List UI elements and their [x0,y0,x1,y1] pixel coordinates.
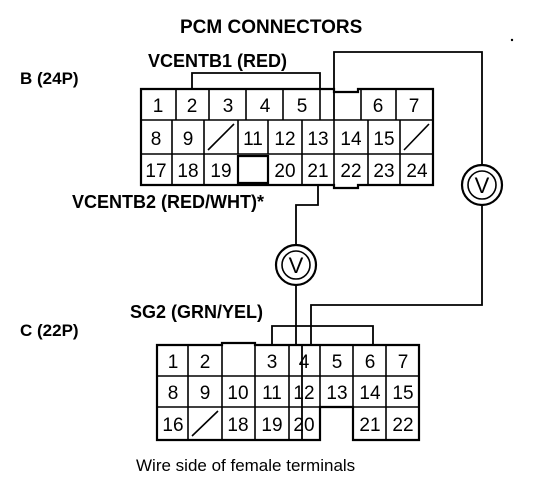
pin-b11: 11 [243,129,263,150]
caption: Wire side of female terminals [136,456,355,475]
pin-b12: 12 [274,129,295,150]
pin-b22: 22 [340,161,361,182]
pin-c14: 14 [359,383,381,404]
pin-c12: 12 [293,383,314,404]
right-voltmeter: V [460,163,504,207]
blank-pin-slash [191,410,219,437]
pin-b8: 8 [151,129,162,150]
blank-pin-slash [207,123,235,151]
vcentb1-bracket-wire [191,72,321,89]
pin-b21: 21 [307,161,328,182]
pin-b17: 17 [145,161,166,182]
vcentb2-probe-wire [295,185,319,245]
pin-b15: 15 [373,129,394,150]
pin-b3: 3 [223,96,234,117]
sg2-label: SG2 (GRN/YEL) [130,302,263,322]
pin-c4: 4 [299,352,310,373]
pin-c7: 7 [398,352,409,373]
connector-b-label: B (24P) [20,69,79,88]
pin-c10: 10 [227,383,248,404]
pin-c8: 8 [168,383,179,404]
pin-c20: 20 [293,415,314,436]
pin-c3: 3 [267,352,278,373]
pin-b19: 19 [210,161,231,182]
connector-b-outline [139,87,435,190]
pin-b4: 4 [260,96,271,117]
vcentb2-label: VCENTB2 (RED/WHT)* [72,192,264,212]
pin-b6: 6 [373,96,384,117]
pin-b20: 20 [274,161,295,182]
pin-c21: 21 [359,415,380,436]
pin-b13: 13 [307,129,328,150]
pin-c1: 1 [168,352,179,373]
blank-pin-slash [403,123,430,151]
pin-b9: 9 [183,129,194,150]
pin-b24: 24 [406,161,428,182]
pin-c16: 16 [162,415,183,436]
pin-c2: 2 [200,352,211,373]
left-meter-ground-wire [295,285,303,440]
pin-b1: 1 [153,96,164,117]
pin-c15: 15 [392,383,413,404]
pin-c6: 6 [365,352,376,373]
pin-c13: 13 [326,383,347,404]
pin-c5: 5 [332,352,343,373]
pin-b7: 7 [409,96,420,117]
pin-b2: 2 [187,96,198,117]
pin-c9: 9 [200,383,211,404]
pin-c18: 18 [227,415,248,436]
connector-c: 1 2 3 4 5 6 7 8 9 10 11 12 13 14 15 16 1… [155,341,421,442]
pin-b18: 18 [177,161,198,182]
right-meter-ground-wire [310,205,483,345]
vcentb1-probe-wire [333,51,483,165]
diagram-title: PCM CONNECTORS [180,17,362,38]
pin-b14: 14 [340,129,362,150]
vcentb1-label: VCENTB1 (RED) [148,51,287,71]
pin-b5: 5 [297,96,308,117]
pin-c11: 11 [262,383,282,404]
left-voltmeter: V [274,243,318,287]
connector-c-label: C (22P) [20,321,79,340]
pin-b23: 23 [373,161,394,182]
pin-c22: 22 [392,415,413,436]
connector-b: 1 2 3 4 5 6 7 8 9 11 12 13 14 15 17 18 1… [139,87,435,190]
right-voltmeter-symbol: V [475,173,490,198]
sg2-bracket-wire [271,325,374,345]
pin-c19: 19 [261,415,282,436]
left-voltmeter-symbol: V [289,253,304,278]
